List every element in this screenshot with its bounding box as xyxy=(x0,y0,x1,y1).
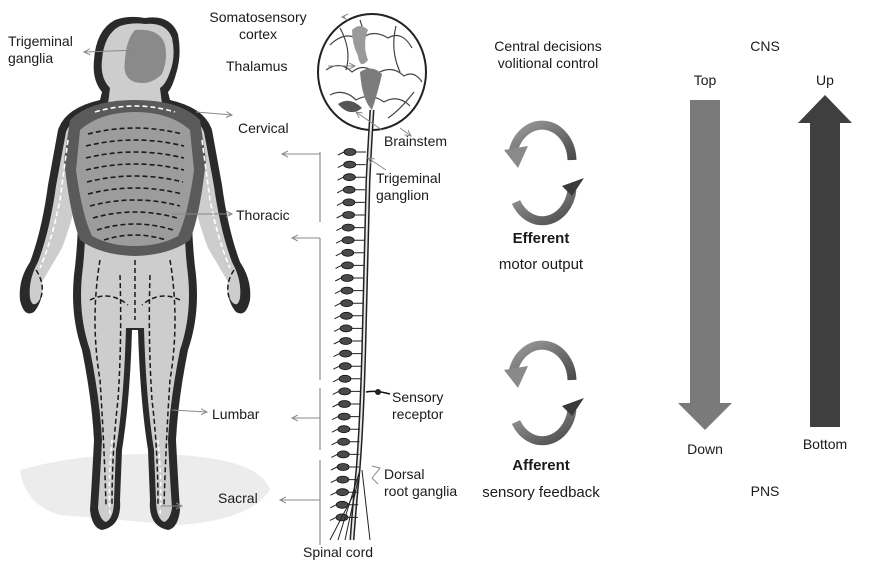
dorsal-root-ganglion xyxy=(342,237,354,244)
dorsal-root-ganglion xyxy=(337,464,349,471)
dorsal-root-ganglion xyxy=(339,401,351,408)
up-label: Up xyxy=(816,72,834,89)
top-label: Top xyxy=(694,72,717,89)
down-arrow xyxy=(678,100,732,430)
dorsal-root-ganglion xyxy=(344,161,356,168)
dorsal-root-ganglion xyxy=(343,212,355,219)
afferent-title: Afferent xyxy=(512,457,570,474)
dorsal-root-ganglion xyxy=(343,186,355,193)
dorsal-root-ganglion xyxy=(338,413,350,420)
efferent-title: Efferent xyxy=(513,230,570,247)
dorsal-root-ganglion xyxy=(338,426,350,433)
down-label: Down xyxy=(687,441,723,458)
trigeminal-ganglion-label: Trigeminal ganglion xyxy=(376,170,441,204)
lumbar-label: Lumbar xyxy=(212,406,259,423)
dorsal-root-ganglion xyxy=(339,363,351,370)
cns-label: CNS xyxy=(750,38,780,55)
thoracic-label: Thoracic xyxy=(236,207,290,224)
efferent-subtitle: motor output xyxy=(499,256,583,273)
cervical-label: Cervical xyxy=(238,120,289,137)
dorsal-root-ganglion xyxy=(339,375,351,382)
dorsal-root-ganglia-label: Dorsal root ganglia xyxy=(384,466,457,500)
thalamus-label: Thalamus xyxy=(226,58,287,75)
dorsal-root-ganglion xyxy=(342,249,354,256)
dorsal-root-ganglion xyxy=(340,312,352,319)
brainstem-label: Brainstem xyxy=(384,133,447,150)
dorsal-root-ganglion xyxy=(340,325,352,332)
spinal-cord-label: Spinal cord xyxy=(303,544,373,561)
dorsal-root-ganglion xyxy=(343,199,355,206)
up-arrow xyxy=(798,95,852,427)
trigeminal-ganglia-label: Trigeminal ganglia xyxy=(8,33,73,67)
sacral-label: Sacral xyxy=(218,490,258,507)
central-decisions-label: Central decisions volitional control xyxy=(494,38,601,72)
dorsal-root-ganglion xyxy=(342,262,354,269)
dorsal-root-ganglion xyxy=(336,501,348,508)
somatosensory-cortex-label: Somatosensory cortex xyxy=(209,9,306,43)
dorsal-root-ganglion xyxy=(341,275,353,282)
dorsal-root-ganglion xyxy=(337,476,349,483)
dorsal-root-ganglion xyxy=(338,438,350,445)
dorsal-root-ganglion xyxy=(341,300,353,307)
bottom-label: Bottom xyxy=(803,436,847,453)
dorsal-root-ganglion xyxy=(342,224,354,231)
efferent-cycle-icon xyxy=(504,125,584,221)
dorsal-root-ganglion xyxy=(339,388,351,395)
pns-label: PNS xyxy=(751,483,780,500)
dorsal-root-ganglion xyxy=(340,338,352,345)
dorsal-root-ganglion xyxy=(340,350,352,357)
afferent-cycle-icon xyxy=(504,345,584,441)
dorsal-root-ganglion xyxy=(343,174,355,181)
dorsal-root-ganglion xyxy=(341,287,353,294)
dorsal-root-ganglion xyxy=(337,451,349,458)
human-body-figure xyxy=(20,17,251,530)
afferent-subtitle: sensory feedback xyxy=(482,484,600,501)
dorsal-root-ganglion xyxy=(344,149,356,156)
sensory-receptor-label: Sensory receptor xyxy=(392,389,443,423)
dorsal-root-ganglion xyxy=(337,489,349,496)
